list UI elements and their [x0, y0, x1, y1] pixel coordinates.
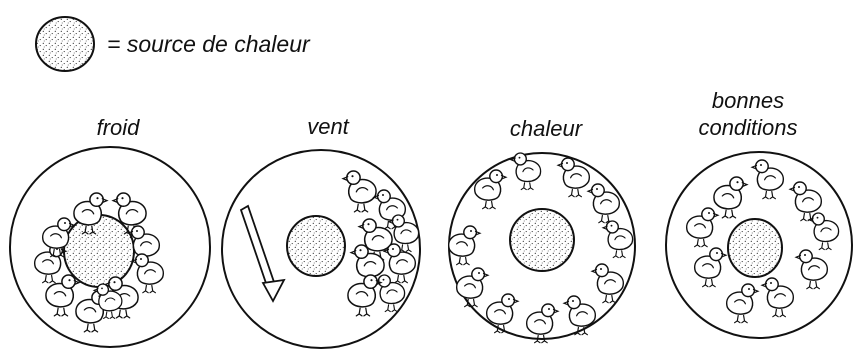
panel-label-chaleur: chaleur	[510, 116, 584, 141]
heat-source-legend-icon	[36, 17, 94, 71]
heat-source-icon	[728, 219, 782, 277]
panel-froid	[10, 147, 210, 347]
panel-label-froid: froid	[97, 115, 141, 140]
legend-text: = source de chaleur	[107, 31, 311, 57]
panel-bonnes-conditions	[666, 152, 852, 338]
panel-vent	[222, 150, 420, 348]
heat-source-icon	[287, 216, 345, 276]
heat-source-icon	[64, 215, 134, 287]
heat-source-icon	[510, 209, 574, 271]
panel-label-vent: vent	[307, 114, 349, 139]
panel-label-conditions: conditions	[698, 115, 797, 140]
legend: = source de chaleur	[36, 17, 311, 71]
panel-label-bonnes: bonnes	[712, 88, 784, 113]
panel-chaleur	[449, 153, 635, 343]
